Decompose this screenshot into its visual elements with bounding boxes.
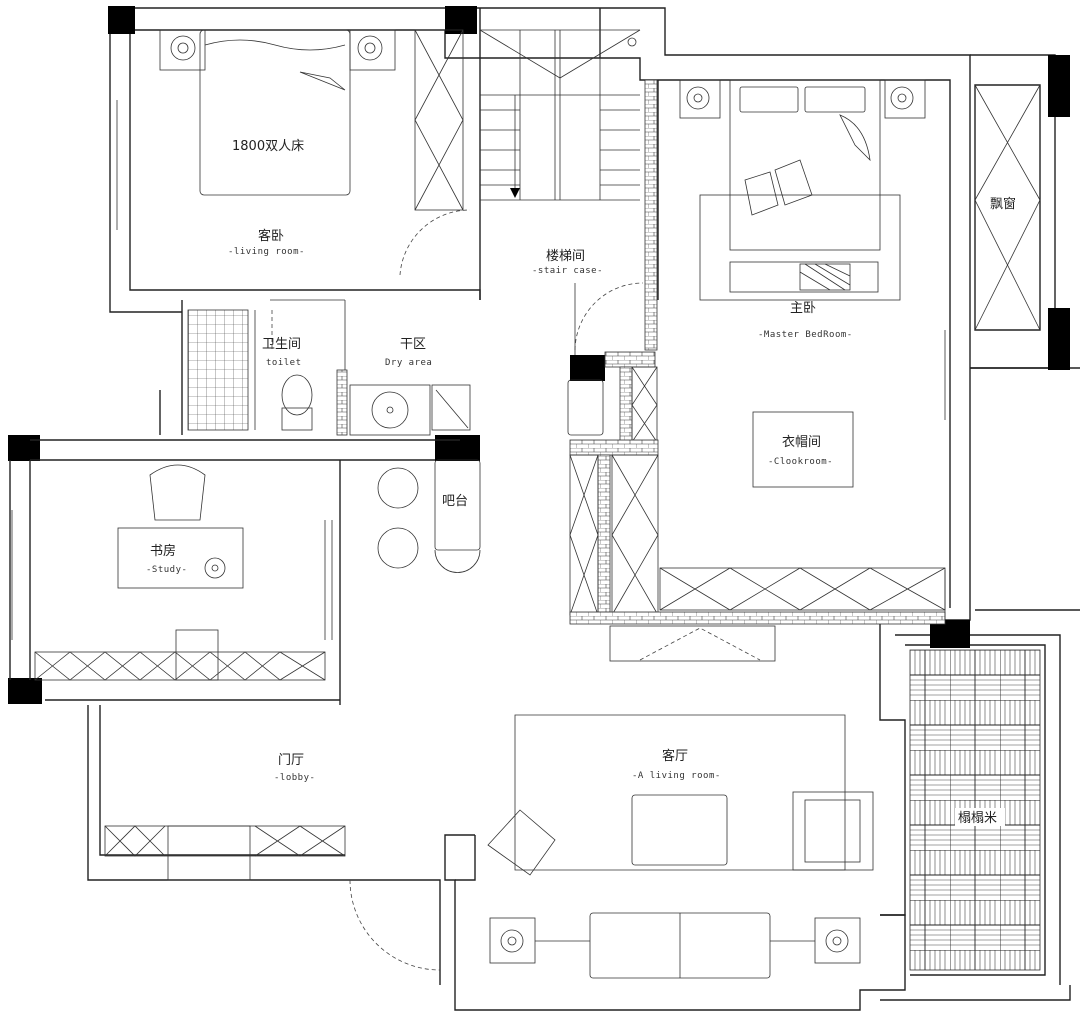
toilet-label: 卫生间 [262, 337, 301, 352]
lobby [104, 825, 441, 971]
living-room [487, 714, 874, 979]
study [9, 439, 481, 705]
lobby-en-label: -lobby- [274, 773, 315, 783]
guest-bed-label: 1800双人床 [232, 139, 304, 154]
living-room-en-label: -A living room- [632, 771, 721, 781]
structural-columns [8, 6, 1070, 704]
dry-area-en-label: Dry area [385, 358, 432, 368]
master-bedroom-en-label: -Master BedRoom- [758, 330, 853, 340]
master-bedroom-label: 主卧 [790, 301, 816, 316]
guest-bedroom-en-label: -living room- [228, 247, 305, 257]
study-en-label: -Study- [146, 565, 187, 575]
staircase [479, 29, 644, 355]
cloakroom [567, 330, 946, 662]
bay-window-label: 飘窗 [990, 196, 1016, 212]
dry-area-label: 干区 [400, 337, 426, 352]
bathroom [159, 299, 471, 436]
bar-label: 吧台 [442, 494, 468, 509]
guest-bedroom-label: 客卧 [258, 228, 284, 244]
cloakroom-label: 衣帽间 [782, 434, 821, 450]
toilet-en-label: toilet [266, 358, 302, 368]
tatami-label: 榻榻米 [958, 811, 997, 826]
stair-label: 楼梯间 [546, 249, 585, 264]
study-label: 书房 [150, 543, 176, 559]
living-room-label: 客厅 [662, 748, 688, 764]
guest-bedroom [116, 29, 471, 276]
lobby-label: 门厅 [278, 753, 304, 768]
cloakroom-en-label: -Clookroom- [768, 457, 833, 467]
stair-en-label: -stair case- [532, 266, 603, 276]
master-bedroom [644, 79, 926, 351]
